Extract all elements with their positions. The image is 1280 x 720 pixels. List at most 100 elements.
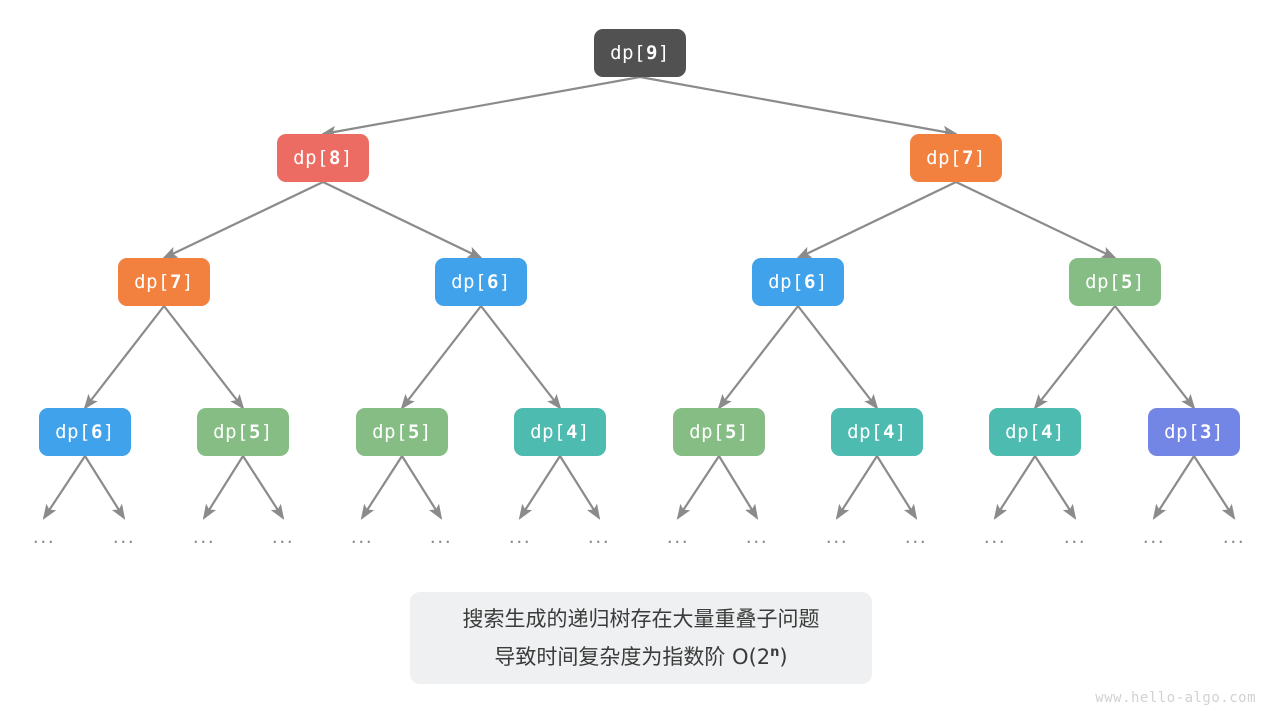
tree-edge: [718, 455, 759, 520]
ellipsis-marker: ...: [983, 526, 1007, 548]
node-label-value: 4: [882, 421, 895, 443]
tree-edge: [480, 305, 562, 410]
tree-edge: [518, 455, 561, 520]
tree-edge: [1034, 455, 1077, 520]
tree-edge: [639, 75, 959, 138]
node-label-prefix: dp[: [768, 271, 804, 293]
node-label-prefix: dp[: [530, 421, 566, 443]
tree-edge: [1152, 455, 1195, 520]
node-label-value: 5: [1120, 271, 1133, 293]
node-label-value: 5: [248, 421, 261, 443]
tree-edge: [1033, 305, 1116, 410]
tree-edge: [322, 181, 483, 259]
caption-line-2: 导致时间复杂度为指数阶 O(2n): [494, 636, 787, 674]
tree-node-dp5[interactable]: dp[5]: [1069, 258, 1161, 306]
node-label-suffix: ]: [815, 271, 828, 293]
node-label-prefix: dp[: [372, 421, 408, 443]
tree-node-dp9[interactable]: dp[9]: [594, 29, 686, 77]
tree-node-dp5[interactable]: dp[5]: [197, 408, 289, 456]
tree-edge: [162, 181, 324, 259]
tree-node-dp5[interactable]: dp[5]: [673, 408, 765, 456]
tree-edge: [401, 455, 443, 520]
ellipsis-marker: ...: [192, 526, 216, 548]
tree-edge: [400, 305, 482, 410]
tree-edge: [955, 181, 1117, 259]
node-label-suffix: ]: [577, 421, 590, 443]
node-label-suffix: ]: [102, 421, 115, 443]
tree-edge: [163, 305, 245, 410]
caption-line-1: 搜索生成的递归树存在大量重叠子问题: [462, 606, 820, 631]
tree-node-dp7[interactable]: dp[7]: [118, 258, 210, 306]
node-label-prefix: dp[: [451, 271, 487, 293]
node-label-suffix: ]: [181, 271, 194, 293]
node-label-value: 5: [407, 421, 420, 443]
node-label-suffix: ]: [657, 42, 670, 64]
tree-node-dp6[interactable]: dp[6]: [39, 408, 131, 456]
tree-edge: [797, 305, 879, 410]
node-label-value: 6: [90, 421, 103, 443]
node-label-prefix: dp[: [926, 147, 962, 169]
tree-edge: [360, 455, 403, 520]
tree-node-dp3[interactable]: dp[3]: [1148, 408, 1240, 456]
node-label-value: 4: [1040, 421, 1053, 443]
tree-node-dp4[interactable]: dp[4]: [514, 408, 606, 456]
tree-edge: [993, 455, 1036, 520]
node-label-suffix: ]: [498, 271, 511, 293]
tree-node-dp6[interactable]: dp[6]: [435, 258, 527, 306]
tree-edge: [84, 455, 126, 520]
node-label-prefix: dp[: [1005, 421, 1041, 443]
ellipsis-marker: ...: [350, 526, 374, 548]
node-label-prefix: dp[: [55, 421, 91, 443]
tree-edge: [83, 305, 165, 410]
caption-line-2-suffix: ): [779, 644, 788, 669]
tree-edge: [676, 455, 720, 520]
tree-node-dp8[interactable]: dp[8]: [277, 134, 369, 182]
tree-edge: [1193, 455, 1236, 520]
tree-edge: [42, 455, 86, 520]
ellipsis-marker: ...: [32, 526, 56, 548]
node-label-value: 3: [1199, 421, 1212, 443]
tree-edge: [1114, 305, 1196, 410]
node-label-suffix: ]: [260, 421, 273, 443]
node-label-prefix: dp[: [1164, 421, 1200, 443]
tree-node-dp6[interactable]: dp[6]: [752, 258, 844, 306]
node-label-value: 4: [565, 421, 578, 443]
node-label-suffix: ]: [973, 147, 986, 169]
tree-edge: [796, 181, 957, 259]
tree-node-dp7[interactable]: dp[7]: [910, 134, 1002, 182]
node-label-prefix: dp[: [213, 421, 249, 443]
node-label-prefix: dp[: [847, 421, 883, 443]
node-label-value: 5: [724, 421, 737, 443]
node-label-prefix: dp[: [134, 271, 170, 293]
ellipsis-marker: ...: [271, 526, 295, 548]
caption-box: 搜索生成的递归树存在大量重叠子问题 导致时间复杂度为指数阶 O(2n): [410, 592, 872, 684]
caption-line-2-prefix: 导致时间复杂度为指数阶 O(2: [494, 644, 771, 669]
tree-edge: [835, 455, 878, 520]
ellipsis-marker: ...: [587, 526, 611, 548]
ellipsis-marker: ...: [745, 526, 769, 548]
tree-edge: [320, 75, 641, 138]
node-label-suffix: ]: [1132, 271, 1145, 293]
node-label-value: 8: [328, 147, 341, 169]
node-label-suffix: ]: [894, 421, 907, 443]
node-label-suffix: ]: [419, 421, 432, 443]
tree-edge: [717, 305, 799, 410]
node-label-prefix: dp[: [689, 421, 725, 443]
tree-edge: [242, 455, 285, 520]
tree-node-dp5[interactable]: dp[5]: [356, 408, 448, 456]
ellipsis-marker: ...: [825, 526, 849, 548]
node-label-value: 7: [169, 271, 182, 293]
ellipsis-marker: ...: [429, 526, 453, 548]
watermark: www.hello-algo.com: [1095, 690, 1256, 706]
ellipsis-marker: ...: [1142, 526, 1166, 548]
tree-node-dp4[interactable]: dp[4]: [989, 408, 1081, 456]
node-label-prefix: dp[: [293, 147, 329, 169]
node-label-value: 6: [486, 271, 499, 293]
node-label-value: 6: [803, 271, 816, 293]
node-label-suffix: ]: [340, 147, 353, 169]
ellipsis-marker: ...: [666, 526, 690, 548]
ellipsis-marker: ...: [904, 526, 928, 548]
tree-node-dp4[interactable]: dp[4]: [831, 408, 923, 456]
caption-exponent: n: [770, 644, 780, 660]
